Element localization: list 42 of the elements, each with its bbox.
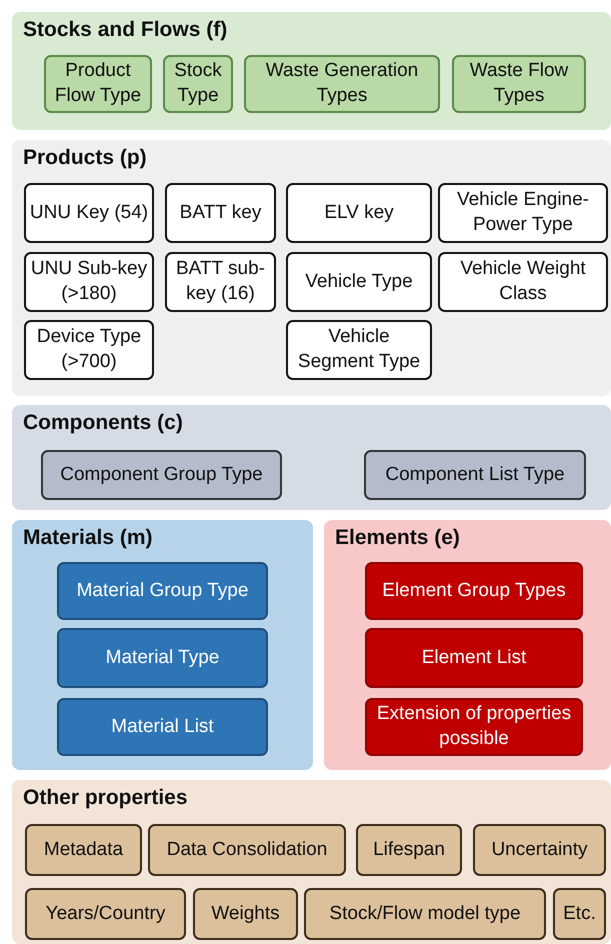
category-box: Extension of properties possible (365, 698, 583, 756)
category-box: Stock Type (163, 55, 233, 113)
category-box: Stock/Flow model type (304, 888, 546, 940)
category-box: Component Group Type (41, 450, 282, 500)
category-box: Data Consolidation (148, 824, 346, 876)
group-panel (12, 140, 611, 396)
category-box: Material Type (57, 628, 268, 688)
panel-heading: Materials (m) (23, 526, 153, 550)
group-panel (324, 520, 611, 770)
category-box: Vehicle Segment Type (286, 320, 432, 380)
panel-heading: Stocks and Flows (f) (23, 18, 228, 42)
category-box: Component List Type (364, 450, 586, 500)
category-box: UNU Sub-key (>180) (24, 252, 154, 312)
category-box: UNU Key (54) (24, 183, 154, 243)
category-box: Years/Country (25, 888, 186, 940)
category-box: BATT sub-key (16) (165, 252, 276, 312)
category-box: Material Group Type (57, 562, 268, 620)
category-box: Vehicle Type (286, 252, 432, 312)
category-box: Device Type (>700) (24, 320, 154, 380)
category-box: Weights (193, 888, 298, 940)
category-box: Lifespan (356, 824, 462, 876)
category-box: Uncertainty (473, 824, 606, 876)
category-box: Etc. (553, 888, 606, 940)
panel-heading: Other properties (23, 786, 188, 810)
group-panel (12, 405, 611, 510)
group-panel (12, 12, 611, 130)
panel-heading: Components (c) (23, 411, 183, 435)
category-box: Element List (365, 628, 583, 688)
category-box: Waste Generation Types (244, 55, 440, 113)
panel-heading: Elements (e) (335, 526, 460, 550)
group-panel (12, 520, 313, 770)
category-box: BATT key (165, 183, 276, 243)
category-box: Metadata (25, 824, 142, 876)
category-box: Product Flow Type (44, 55, 152, 113)
category-box: ELV key (286, 183, 432, 243)
category-box: Element Group Types (365, 562, 583, 620)
category-box: Vehicle Weight Class (438, 252, 608, 312)
category-box: Waste Flow Types (452, 55, 586, 113)
category-box: Material List (57, 698, 268, 756)
group-panel (12, 780, 611, 944)
panel-heading: Products (p) (23, 146, 147, 170)
category-box: Vehicle Engine-Power Type (438, 183, 608, 243)
